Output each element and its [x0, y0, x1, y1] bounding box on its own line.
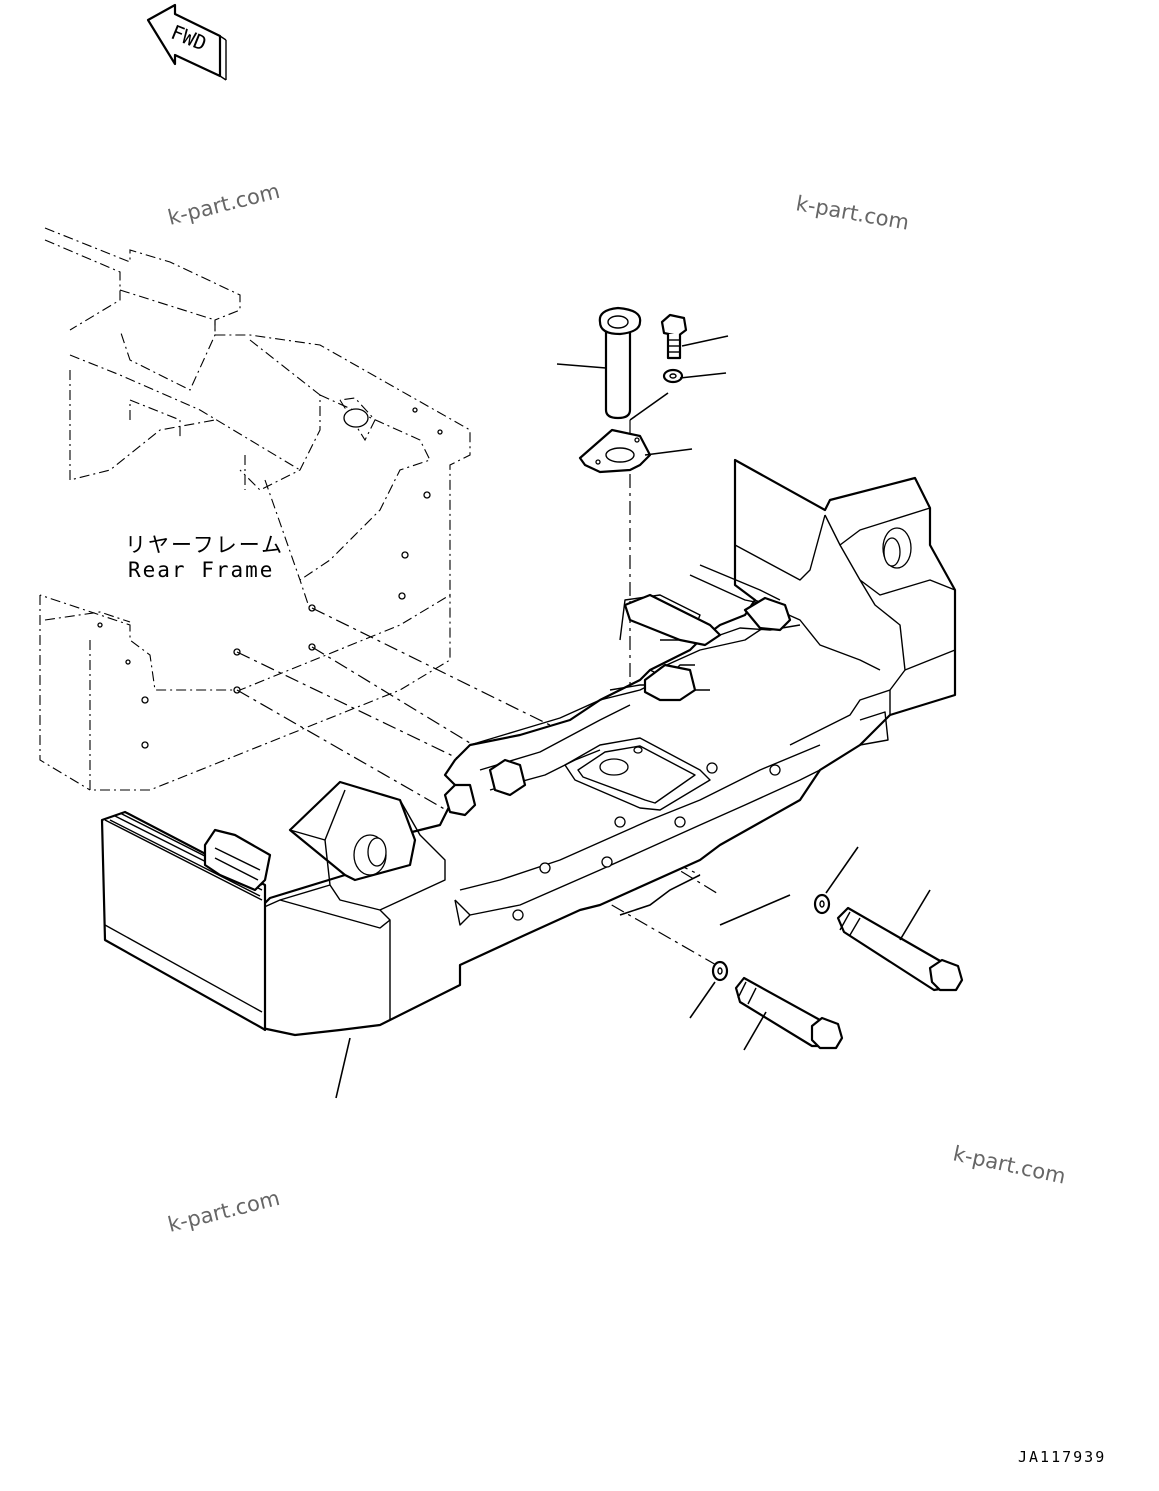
counterweight-bolt-lower — [734, 976, 844, 1050]
fwd-arrow-icon: FWD — [146, 3, 227, 81]
top-bolt — [660, 313, 688, 360]
rear-frame-label-jp: リヤーフレーム — [125, 533, 284, 557]
watermark-bottom-right: k-part.com — [951, 1141, 1068, 1188]
counterweight — [100, 458, 957, 1037]
leader-lines — [335, 335, 931, 1099]
washer-upper — [813, 893, 831, 915]
rear-frame-phantom — [39, 227, 471, 791]
top-washer — [662, 368, 684, 384]
counterweight-bolt-upper — [836, 906, 964, 992]
pin-bracket-plate — [578, 428, 652, 474]
watermark-top-left: k-part.com — [165, 179, 282, 230]
rear-frame-label-en: Rear Frame — [128, 558, 274, 582]
watermark-top-right: k-part.com — [794, 191, 911, 234]
lifting-pin — [598, 306, 642, 420]
washer-lower — [711, 960, 729, 982]
watermark-bottom-left: k-part.com — [165, 1186, 282, 1237]
drawing-code: JA117939 — [1018, 1448, 1106, 1466]
